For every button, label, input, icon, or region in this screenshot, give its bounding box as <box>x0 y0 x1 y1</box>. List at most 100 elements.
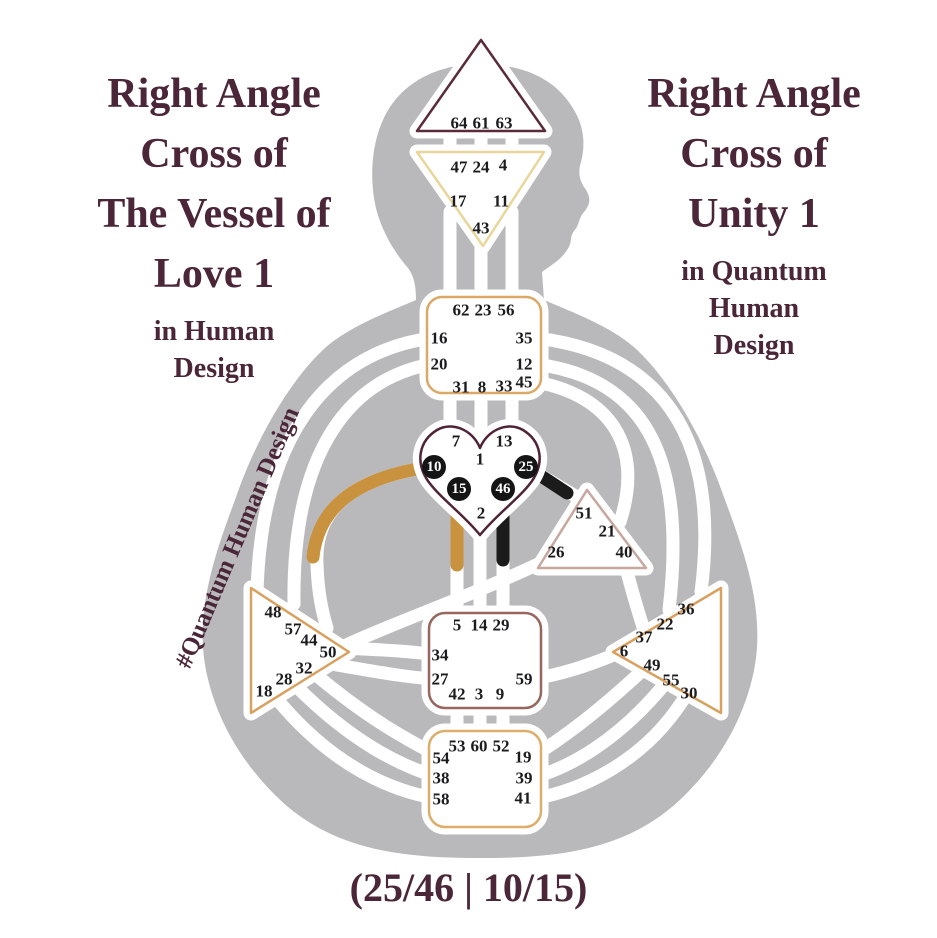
channel-12-22 <box>529 357 680 617</box>
centers <box>249 38 723 829</box>
gate-62: 62 <box>453 301 470 320</box>
right-title-subtitle-1: in Quantum <box>681 256 827 287</box>
gate-19: 19 <box>515 748 532 767</box>
channel-10-gold-segment <box>306 460 437 564</box>
gate-1: 1 <box>476 450 485 469</box>
left-title-line-4: Love 1 <box>153 251 275 297</box>
gate-30: 30 <box>681 684 698 703</box>
channel-16-48 <box>250 331 439 599</box>
gate-10: 10 <box>427 459 442 475</box>
right-title-line-1: Right Angle <box>647 71 861 117</box>
gate-12: 12 <box>516 355 533 374</box>
gate-25-activated-circle <box>514 455 538 479</box>
channel-35-36 <box>529 331 712 599</box>
gate-7: 7 <box>452 432 461 451</box>
gate-6: 6 <box>620 642 629 661</box>
left-title-subtitle-1: in Human <box>153 316 275 347</box>
gate-44: 44 <box>301 631 319 650</box>
gate-37: 37 <box>636 628 654 647</box>
left-title-line-3: The Vessel of <box>97 191 331 237</box>
gate-57: 57 <box>285 620 303 639</box>
gate-36: 36 <box>678 600 695 619</box>
gate-56: 56 <box>498 301 515 320</box>
gate-51: 51 <box>576 504 593 523</box>
right-title-subtitle-3: Design <box>713 330 795 361</box>
gate-2: 2 <box>477 504 486 523</box>
gate-46: 46 <box>496 481 512 497</box>
gate-4: 4 <box>499 156 508 175</box>
gate-47: 47 <box>451 158 469 177</box>
right-title-line-2: Cross of <box>680 131 828 177</box>
gate-23: 23 <box>475 301 492 320</box>
gate-numbers: 64 61 63 47 24 4 17 11 43 62 23 56 16 35… <box>256 114 698 809</box>
gate-27: 27 <box>432 670 450 689</box>
right-title-line-3: Unity 1 <box>688 191 820 237</box>
gate-14: 14 <box>471 616 489 635</box>
gate-28: 28 <box>276 670 293 689</box>
left-title-line-1: Right Angle <box>107 71 321 117</box>
right-title-subtitle-2: Human <box>708 293 800 324</box>
gate-39: 39 <box>516 769 533 788</box>
gate-40: 40 <box>616 543 633 562</box>
gate-43: 43 <box>473 219 490 238</box>
gate-48: 48 <box>265 603 282 622</box>
gate-52: 52 <box>493 737 510 756</box>
gate-9: 9 <box>496 685 505 704</box>
gate-21: 21 <box>599 522 616 541</box>
gate-15-activated-circle <box>447 477 471 501</box>
gate-45: 45 <box>516 373 533 392</box>
gate-16: 16 <box>431 329 448 348</box>
gate-42: 42 <box>449 685 466 704</box>
gate-25: 25 <box>519 459 534 475</box>
gate-59: 59 <box>516 670 533 689</box>
gate-64: 64 <box>451 114 469 133</box>
channel-30-41 <box>525 685 695 806</box>
right-cross-title: Right Angle Cross of Unity 1 in Quantum … <box>570 64 937 364</box>
gate-24: 24 <box>473 158 491 177</box>
gate-18: 18 <box>256 682 273 701</box>
gate-3: 3 <box>475 685 484 704</box>
gate-10-activated-circle <box>422 455 446 479</box>
gate-20: 20 <box>431 355 448 374</box>
gate-13: 13 <box>496 432 513 451</box>
gate-34: 34 <box>432 646 450 665</box>
throat-center <box>425 295 543 395</box>
gate-35: 35 <box>516 329 533 348</box>
gate-15: 15 <box>452 481 467 497</box>
gate-32: 32 <box>296 659 313 678</box>
gate-63: 63 <box>496 114 513 133</box>
gate-31: 31 <box>453 378 470 397</box>
gate-41: 41 <box>515 789 532 808</box>
gate-29: 29 <box>493 616 510 635</box>
left-title-line-2: Cross of <box>140 131 288 177</box>
gate-49: 49 <box>644 656 661 675</box>
channel-45-21 <box>529 375 635 529</box>
gate-46-activated-circle <box>491 477 515 501</box>
root-center <box>427 729 543 829</box>
solar-plexus-center <box>611 586 723 715</box>
head-center <box>415 38 547 133</box>
gate-54: 54 <box>433 749 451 768</box>
spleen-center <box>249 586 351 715</box>
gate-8: 8 <box>478 378 487 397</box>
ajna-center <box>415 150 546 248</box>
gate-55: 55 <box>663 671 680 690</box>
gate-11: 11 <box>493 192 509 211</box>
gate-17: 17 <box>450 192 468 211</box>
gate-33: 33 <box>496 377 513 396</box>
gate-38: 38 <box>433 769 450 788</box>
gate-5: 5 <box>453 616 462 635</box>
gate-26: 26 <box>548 543 565 562</box>
gate-58: 58 <box>433 790 450 809</box>
g-center <box>419 425 541 537</box>
incarnation-cross-gates: (25/46 | 10/15) <box>349 865 588 910</box>
gate-53: 53 <box>449 737 466 756</box>
sacral-center <box>427 611 543 710</box>
gate-61: 61 <box>473 114 490 133</box>
gate-50: 50 <box>320 643 337 662</box>
left-cross-title: Right Angle Cross of The Vessel of Love … <box>18 64 410 387</box>
left-title-subtitle-2: Design <box>173 353 255 384</box>
ego-center <box>536 488 648 570</box>
gate-22: 22 <box>657 615 674 634</box>
